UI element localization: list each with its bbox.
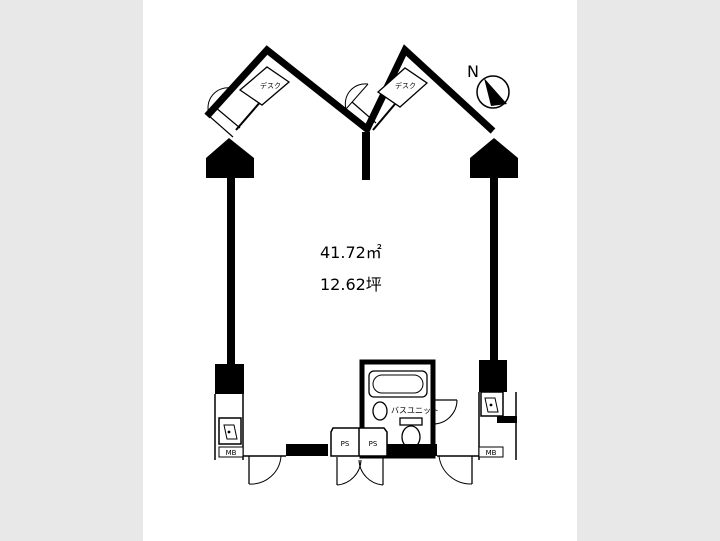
column-bottom-right: [479, 360, 507, 392]
ps-door-right-swing: [358, 459, 384, 486]
bath-unit-wall: [359, 359, 436, 459]
center-stub-column: [362, 132, 370, 180]
compass-label: N: [467, 62, 479, 81]
column-top-right: [470, 138, 518, 178]
kitchen-left: [218, 417, 242, 445]
sink: [372, 401, 388, 421]
floor-plan-sheet: PS PS MB MB デスク デスク バスユニット 4: [143, 0, 577, 541]
bath-unit-label: バスユニット: [391, 406, 439, 415]
column-top-left: [206, 138, 254, 178]
mb-right-box: [478, 446, 504, 458]
mb-right-label: MB: [486, 449, 497, 457]
ps-right-label: PS: [369, 440, 378, 448]
compass-north-icon: N: [467, 62, 510, 109]
mb-left-box: [218, 446, 244, 458]
bath-door-swing: [433, 399, 458, 425]
toilet-bowl: [401, 425, 421, 449]
bottom-wall-center: [387, 444, 437, 456]
toilet-tank: [399, 417, 423, 426]
kitchen-left-sink: [223, 424, 238, 440]
ps-left-label: PS: [341, 440, 350, 448]
bathtub-inner: [372, 374, 424, 394]
column-bottom-left: [215, 364, 244, 394]
kitchen-right-tap: [489, 403, 493, 407]
floor-plan: PS PS MB MB デスク デスク バスユニット 4: [204, 44, 518, 486]
desk-right-group: デスク: [376, 67, 429, 108]
kitchen-left-tap: [227, 430, 231, 434]
entrance-door-right-swing: [438, 455, 473, 485]
right-wall-stub: [497, 416, 517, 423]
desk-left-group: デスク: [238, 66, 291, 106]
bottom-wall-left: [286, 444, 328, 456]
wall-right: [490, 178, 498, 364]
wall-left: [227, 178, 235, 364]
kitchen-right-sink: [484, 397, 499, 413]
bathtub: [368, 370, 428, 398]
ps-door-left-swing: [336, 459, 362, 486]
bay-door-right: [344, 83, 377, 132]
kitchen-right: [480, 391, 504, 417]
desk-left-label: デスク: [260, 81, 281, 90]
mb-left-label: MB: [226, 449, 237, 457]
entrance-door-left-swing: [248, 455, 282, 485]
area-tsubo-label: 12.62坪: [320, 275, 382, 294]
desk-right-label: デスク: [395, 81, 416, 90]
area-sqm-label: 41.72㎡: [320, 243, 382, 262]
bay-door-left: [207, 87, 241, 138]
